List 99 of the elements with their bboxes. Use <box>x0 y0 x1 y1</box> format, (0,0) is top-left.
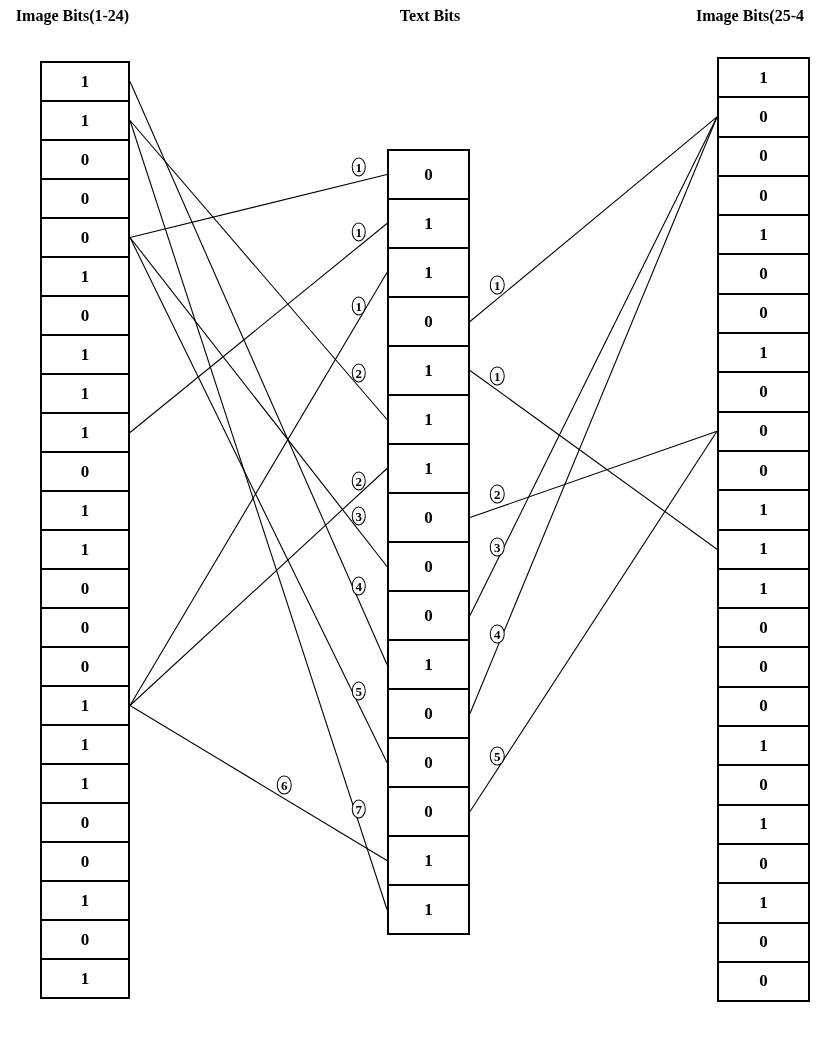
bit-cell: 1 <box>40 412 130 453</box>
bit-cell: 0 <box>717 921 810 963</box>
column-heading: Text Bits <box>399 6 461 26</box>
bit-cell: 0 <box>717 292 810 335</box>
bit-cell: 1 <box>717 57 810 99</box>
edge-label: 7 <box>351 799 366 819</box>
bit-cell: 0 <box>387 737 470 788</box>
bit-cell: 0 <box>717 646 810 688</box>
bit-cell: 1 <box>40 529 130 570</box>
bit-cell: 0 <box>40 802 130 843</box>
edge-label: 5 <box>351 681 366 701</box>
edge-label: 3 <box>489 537 505 557</box>
bit-cell: 1 <box>717 803 810 845</box>
bit-cell: 0 <box>387 590 470 641</box>
bit-cell: 1 <box>387 835 470 886</box>
bit-cell: 1 <box>40 880 130 921</box>
connector-line <box>469 116 718 323</box>
connector-line <box>129 236 388 568</box>
bit-cell: 1 <box>40 490 130 531</box>
connector-line <box>129 271 388 707</box>
bit-cell: 0 <box>717 253 810 295</box>
edge-label: 1 <box>489 366 505 386</box>
bit-cell: 1 <box>40 373 130 414</box>
bit-cell: 0 <box>40 646 130 687</box>
edge-label: 1 <box>351 296 366 316</box>
edge-label: 2 <box>351 471 366 491</box>
bit-cell: 0 <box>40 295 130 336</box>
bit-cell: 1 <box>387 345 470 396</box>
bit-cell: 0 <box>40 139 130 180</box>
bit-cell: 1 <box>387 639 470 690</box>
edge-label: 2 <box>489 484 505 504</box>
connector-line <box>129 704 388 862</box>
bit-cell: 0 <box>40 568 130 609</box>
bit-cell: 0 <box>387 688 470 739</box>
bit-cell: 1 <box>387 443 470 494</box>
edge-label: 1 <box>351 157 366 177</box>
bit-cell: 1 <box>717 567 810 610</box>
edge-label: 2 <box>351 363 366 383</box>
bit-cell: 0 <box>40 217 130 258</box>
bit-cell: 0 <box>717 764 810 806</box>
connector-line <box>129 222 388 434</box>
connector-line <box>469 430 718 519</box>
bit-cell: 0 <box>40 178 130 219</box>
bit-cell: 1 <box>40 61 130 102</box>
bit-cell: 0 <box>387 492 470 543</box>
bit-cell: 1 <box>387 198 470 249</box>
bit-cell: 0 <box>387 786 470 837</box>
bit-cell: 0 <box>717 96 810 138</box>
bit-cell: 0 <box>717 449 810 492</box>
bit-cell: 0 <box>40 841 130 882</box>
bit-cell: 0 <box>717 607 810 649</box>
bit-cell: 0 <box>387 541 470 592</box>
bit-cell: 1 <box>40 256 130 297</box>
edge-label: 5 <box>489 746 505 766</box>
connector-line <box>129 467 388 707</box>
connector-line <box>129 80 388 666</box>
bit-cell: 0 <box>387 149 470 200</box>
bit-cell: 0 <box>717 842 810 885</box>
bit-cell: 1 <box>717 725 810 767</box>
connector-line <box>129 236 388 764</box>
bit-cell: 0 <box>717 135 810 177</box>
bit-cell: 1 <box>387 884 470 935</box>
edge-label: 4 <box>351 576 366 596</box>
bit-cell: 1 <box>40 763 130 804</box>
bit-cell: 1 <box>387 247 470 298</box>
connector-line <box>129 173 388 239</box>
bit-cell: 1 <box>40 958 130 999</box>
column-heading: Image Bits(25-4 <box>696 6 804 27</box>
edge-label: 4 <box>489 624 505 644</box>
bit-cell: 1 <box>717 332 810 374</box>
column-heading: Image Bits(1-24) <box>15 6 130 27</box>
edge-label: 3 <box>351 506 366 526</box>
bit-cell: 1 <box>40 100 130 141</box>
connector-line <box>129 119 388 911</box>
bit-cell: 1 <box>40 724 130 765</box>
bit-cell: 0 <box>717 960 810 1003</box>
edge-label: 1 <box>351 223 366 242</box>
connector-line <box>469 116 718 617</box>
bit-cell: 1 <box>717 528 810 570</box>
bit-cell: 1 <box>40 334 130 375</box>
bit-cell: 0 <box>40 607 130 648</box>
edge-label: 1 <box>489 275 505 295</box>
bit-cell: 1 <box>717 489 810 531</box>
connector-line <box>469 369 718 550</box>
connector-line <box>469 430 718 813</box>
bit-cell: 0 <box>717 685 810 728</box>
bit-cell: 1 <box>717 882 810 924</box>
bit-cell: 1 <box>717 214 810 256</box>
bit-cell: 0 <box>40 919 130 960</box>
connector-line <box>469 116 718 715</box>
bit-cell: 1 <box>387 394 470 445</box>
bit-cell: 0 <box>717 174 810 217</box>
bit-cell: 0 <box>387 296 470 347</box>
bit-cell: 1 <box>40 685 130 726</box>
bit-cell: 0 <box>40 451 130 492</box>
bit-cell: 0 <box>717 371 810 413</box>
edge-label: 6 <box>276 775 292 794</box>
connector-line <box>129 119 388 421</box>
bit-cell: 0 <box>717 410 810 452</box>
